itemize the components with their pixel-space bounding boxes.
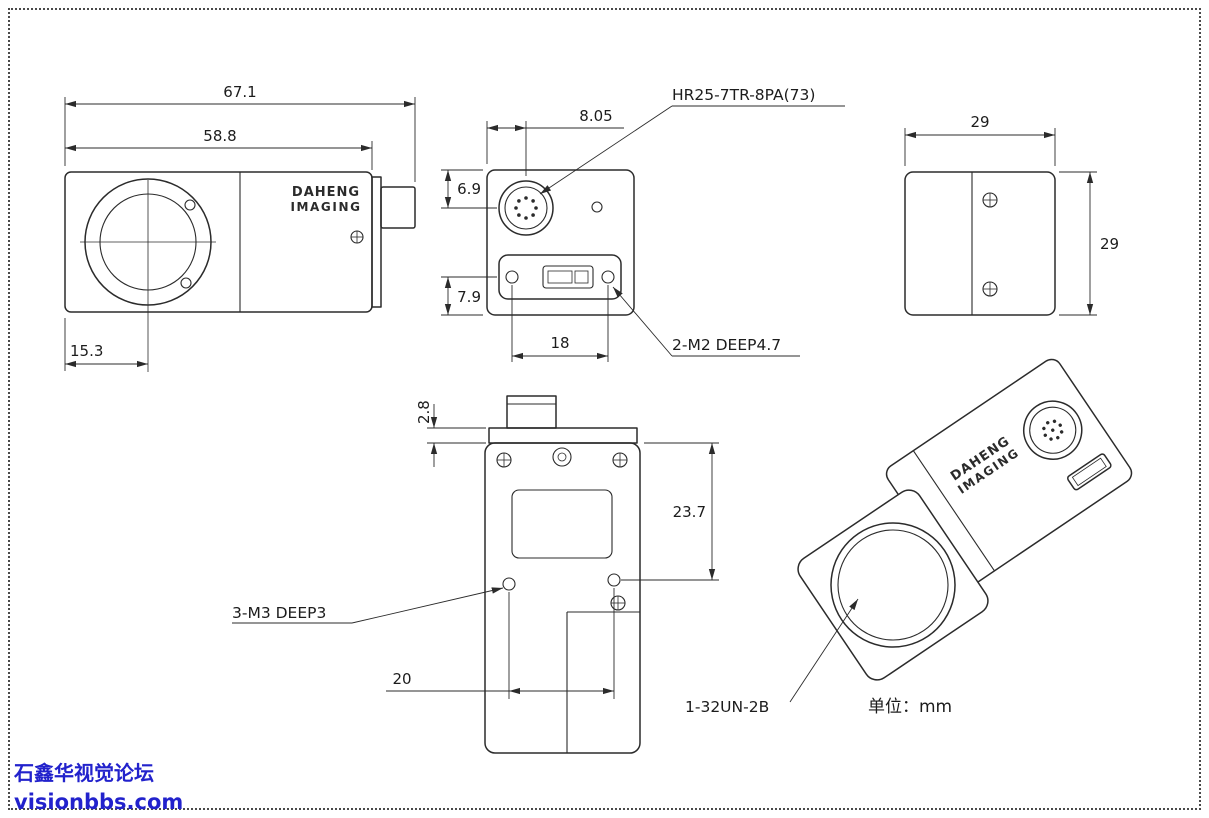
label-screws: 2-M2 DEEP4.7 — [612, 286, 800, 357]
label-lens-thread: 1-32UN-2B — [685, 598, 859, 716]
screw-icon — [982, 281, 998, 297]
dim-hole-spacing-text: 20 — [392, 670, 411, 688]
screw-icon — [982, 192, 998, 208]
dim-width: 29 — [904, 113, 1056, 166]
label-m3-holes-text: 3-M3 DEEP3 — [232, 604, 326, 622]
mount-hole-icon — [184, 199, 196, 211]
rear-view: 8.05 6.9 7.9 18 HR25-7TR-8PA(7 — [441, 86, 845, 362]
dim-connector-offset-y-text: 6.9 — [457, 180, 481, 198]
center-hole-icon — [552, 447, 572, 467]
label-screws-text: 2-M2 DEEP4.7 — [672, 336, 781, 354]
dim-flange-thickness: 2.8 — [415, 400, 486, 467]
iso-usb-port-icon — [1067, 453, 1112, 491]
bottom-view: 2.8 23.7 20 3-M3 DEEP3 — [232, 395, 719, 754]
bottom-view-body — [484, 442, 641, 754]
dim-height: 29 — [1059, 171, 1119, 316]
mount-hole-icon — [180, 277, 192, 289]
dim-connector-offset-y: 6.9 — [441, 169, 497, 209]
dim-lens-center-offset: 15.3 — [64, 318, 148, 371]
label-connector: HR25-7TR-8PA(73) — [539, 86, 845, 195]
screw-icon — [610, 595, 626, 611]
dim-hole-spacing: 20 — [386, 588, 615, 699]
lens-barrel — [506, 395, 557, 429]
usb-port-icon — [542, 265, 594, 289]
side-view: DAHENG IMAGING 67.1 58.8 15.3 — [64, 83, 416, 372]
iso-view: DAHENG IMAGING 1-32UN-2B 单位：mm — [685, 358, 1133, 717]
dim-body-length: 58.8 — [65, 127, 373, 170]
dim-lens-center-offset-text: 15.3 — [70, 342, 103, 360]
m2-screw-hole-right — [601, 270, 615, 284]
rear-view-body — [486, 169, 635, 316]
dim-screw-spacing: 18 — [511, 285, 609, 362]
dim-body-length-text: 58.8 — [203, 127, 236, 145]
m3-hole-left — [502, 577, 516, 591]
dim-flange-thickness-text: 2.8 — [415, 400, 433, 424]
brand-logo-line1: DAHENG — [292, 185, 360, 200]
unit-note: 单位：mm — [868, 697, 952, 717]
watermark-line2: visionbbs.com — [14, 790, 183, 814]
dim-height-text: 29 — [1100, 235, 1119, 253]
label-recess — [511, 489, 613, 559]
m3-hole-right — [607, 573, 621, 587]
lens-mount-ring — [80, 178, 216, 372]
dim-connector-offset-x: 8.05 — [486, 107, 624, 176]
dim-screw-row-offset: 7.9 — [441, 276, 497, 316]
watermark: 石鑫华视觉论坛 visionbbs.com — [13, 761, 183, 814]
dim-hole-offset-text: 23.7 — [673, 503, 706, 521]
dim-total-length-text: 67.1 — [223, 83, 256, 101]
m2-screw-hole-left — [505, 270, 519, 284]
dim-width-text: 29 — [970, 113, 989, 131]
rear-connector-block — [380, 186, 416, 229]
dim-connector-offset-x-text: 8.05 — [579, 107, 612, 125]
dim-screw-spacing-text: 18 — [550, 334, 569, 352]
iso-lens-opening — [830, 522, 956, 648]
screw-icon — [496, 452, 512, 468]
dim-screw-row-offset-text: 7.9 — [457, 288, 481, 306]
rear-flange — [371, 176, 382, 308]
dim-hole-offset: 23.7 — [621, 442, 719, 581]
hr25-connector-icon — [498, 180, 554, 236]
led-hole-icon — [591, 201, 603, 213]
label-lens-thread-text: 1-32UN-2B — [685, 698, 769, 716]
brand-logo-line2: IMAGING — [290, 200, 361, 214]
iso-hr25-connector-icon — [1023, 400, 1083, 460]
right-side-view: 29 29 — [904, 113, 1119, 316]
dim-total-length: 67.1 — [64, 83, 416, 182]
screw-icon — [612, 452, 628, 468]
label-m3-holes: 3-M3 DEEP3 — [232, 587, 504, 624]
front-flange — [488, 427, 638, 444]
right-view-body — [904, 171, 1056, 316]
screw-icon — [350, 230, 364, 244]
label-connector-text: HR25-7TR-8PA(73) — [672, 86, 815, 104]
watermark-line1: 石鑫华视觉论坛 — [13, 761, 154, 785]
usb-recess — [498, 254, 622, 300]
